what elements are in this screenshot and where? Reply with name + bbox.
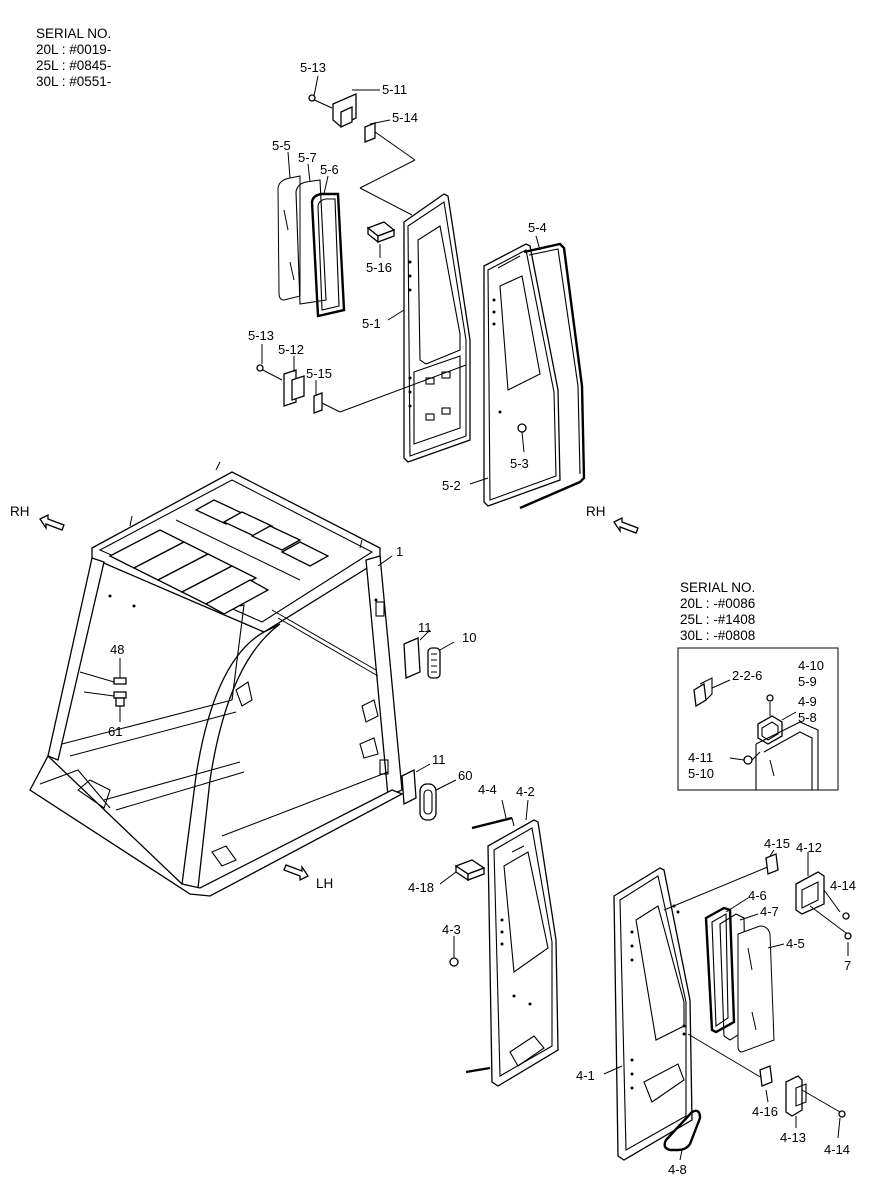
door-4-2: [465, 819, 559, 1087]
door-4-1: [613, 865, 771, 1161]
seal-4-6: [704, 906, 736, 1034]
door-panel-5-2: [483, 243, 561, 507]
part-labels: 5-13 5-11 5-14 5-5 5-7 5-6 5-4 5-16 5-1 …: [108, 60, 856, 1177]
part-label-4-5: 4-5: [786, 936, 805, 951]
glass-upper-5-5: [277, 175, 301, 301]
part-label-5-3: 5-3: [510, 456, 529, 471]
part-label-5-13b: 5-13: [248, 328, 274, 343]
rod-4-4: [471, 816, 515, 830]
part-label-48: 48: [110, 642, 124, 657]
arrow-rh-left-icon: [39, 513, 65, 531]
part-label-11: 11: [418, 620, 432, 635]
part-label-5-12: 5-12: [278, 342, 304, 357]
part-label-4-4: 4-4: [478, 782, 497, 797]
inset-serial-title: SERIAL NO.: [680, 580, 755, 595]
block-4-18: [454, 859, 486, 882]
part-label-4-2: 4-2: [516, 784, 535, 799]
direction-lh: LH: [283, 864, 333, 891]
part-label-5-7: 5-7: [298, 150, 317, 165]
pad-11-upper: [403, 629, 431, 679]
plate-4-15: [765, 853, 779, 875]
hinge-lower-5: [256, 364, 467, 414]
part-label-5-14: 5-14: [392, 110, 418, 125]
bolt-61: [83, 691, 127, 722]
part-label-5-6: 5-6: [320, 162, 339, 177]
lh-label: LH: [316, 876, 333, 891]
part-label-4-13: 4-13: [780, 1130, 806, 1145]
bolt-48: [79, 658, 127, 685]
pad-11-lower: [401, 763, 431, 806]
part-label-1: 1: [396, 544, 403, 559]
part-label-4-9: 4-9: [798, 694, 817, 709]
part-label-5-2: 5-2: [442, 478, 461, 493]
part-label-5-13: 5-13: [300, 60, 326, 75]
part-label-5-9: 5-9: [798, 674, 817, 689]
part-label-4-16: 4-16: [752, 1104, 778, 1119]
part-label-5-16: 5-16: [366, 260, 392, 275]
leader-lines: [261, 75, 849, 1161]
part-label-4-7: 4-7: [760, 904, 779, 919]
part-label-61: 61: [108, 724, 122, 739]
direction-rh-left: RH: [10, 504, 65, 531]
part-label-5-4: 5-4: [528, 220, 547, 235]
part-label-5-11: 5-11: [382, 82, 407, 97]
part-label-11b: 11: [432, 752, 446, 767]
inset-serial-line: 30L : -#0808: [680, 628, 755, 643]
part-label-60: 60: [458, 768, 472, 783]
bolt-4-14-upper: [842, 912, 850, 920]
gasket-4-8: [663, 1109, 702, 1152]
cabin-frame-1: [29, 461, 404, 897]
inset-box: SERIAL NO. 20L : -#0086 25L : -#1408 30L…: [677, 580, 839, 791]
hinge-4-13: [785, 1075, 846, 1118]
serial-line: 20L : #0019-: [36, 42, 111, 57]
part-label-4-1: 4-1: [576, 1068, 595, 1083]
part-label-10: 10: [462, 630, 476, 645]
part-label-4-15: 4-15: [764, 836, 790, 851]
part-label-4-8: 4-8: [668, 1162, 687, 1177]
serial-title: SERIAL NO.: [36, 26, 111, 41]
plate-4-16: [759, 1065, 773, 1087]
grill-10: [427, 641, 455, 679]
arrow-rh-right-icon: [613, 516, 639, 534]
glass-4-5: [737, 925, 775, 1053]
part-label-4-3: 4-3: [442, 922, 461, 937]
part-label-2-2-6: 2-2-6: [732, 668, 762, 683]
bolt-7: [844, 932, 852, 940]
seal-5-4: [519, 242, 586, 510]
part-label-5-15: 5-15: [306, 366, 332, 381]
part-label-4-18: 4-18: [408, 880, 434, 895]
part-label-5-5: 5-5: [272, 138, 291, 153]
part-label-4-6: 4-6: [748, 888, 767, 903]
hinge-4-12: [795, 871, 851, 937]
part-label-4-11: 4-11: [688, 750, 713, 765]
arrow-lh-icon: [283, 864, 309, 882]
part-label-5-1: 5-1: [362, 316, 381, 331]
seal-upper-5-6: [310, 192, 346, 318]
seal-upper-5-7: [295, 179, 327, 305]
part-label-4-12: 4-12: [796, 840, 822, 855]
part-label-5-10: 5-10: [688, 766, 714, 781]
serial-line: 30L : #0551-: [36, 74, 111, 89]
rh-left-label: RH: [10, 504, 30, 519]
direction-rh-right: RH: [586, 504, 639, 534]
block-5-16: [366, 221, 396, 244]
door-frame-5-1: [403, 193, 471, 463]
part-label-5-8: 5-8: [798, 710, 817, 725]
part-label-4-14b: 4-14: [824, 1142, 850, 1157]
part-label-4-10: 4-10: [798, 658, 824, 673]
serial-block-top: SERIAL NO. 20L : #0019- 25L : #0845- 30L…: [36, 26, 111, 89]
inset-serial-line: 20L : -#0086: [680, 596, 755, 611]
serial-line: 25L : #0845-: [36, 58, 111, 73]
part-label-4-14: 4-14: [830, 878, 856, 893]
hinge-upper-5: [308, 93, 416, 216]
rh-right-label: RH: [586, 504, 606, 519]
part-label-7: 7: [844, 958, 851, 973]
inset-serial-line: 25L : -#1408: [680, 612, 755, 627]
plug-60: [419, 779, 457, 821]
